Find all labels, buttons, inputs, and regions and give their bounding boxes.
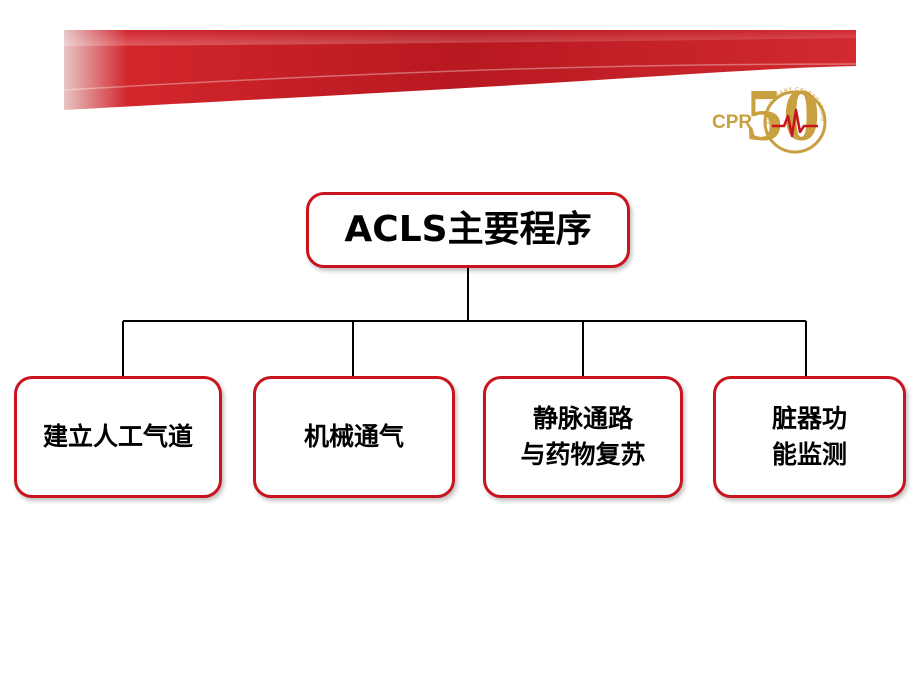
- root-node: ACLS主要程序: [306, 192, 630, 268]
- child-node-label-line-2: 与药物复苏: [520, 440, 646, 469]
- child-node-iv-access: 静脉通路 与药物复苏: [483, 376, 683, 498]
- child-node-label: 机械通气: [303, 421, 404, 451]
- child-node-airway: 建立人工气道: [14, 376, 222, 498]
- logo-text: CPR: [712, 112, 752, 133]
- logo-number: 50: [746, 75, 820, 157]
- child-node-label-line-2: 能监测: [771, 440, 847, 469]
- cpr-50-anniversary-logo: 50 CPR ANNIVERSARY CELEBRATION: [712, 75, 827, 157]
- child-node-label: 建立人工气道: [42, 421, 193, 451]
- heartbeat-icon: [772, 108, 818, 138]
- child-node-label-line-1: 静脉通路: [532, 403, 633, 433]
- child-node-ventilation: 机械通气: [253, 376, 455, 498]
- root-node-label: ACLS主要程序: [344, 208, 592, 250]
- child-node-label-line-1: 脏器功: [771, 403, 847, 433]
- child-node-organ-monitoring: 脏器功 能监测: [713, 376, 906, 498]
- header-banner: [63, 30, 857, 110]
